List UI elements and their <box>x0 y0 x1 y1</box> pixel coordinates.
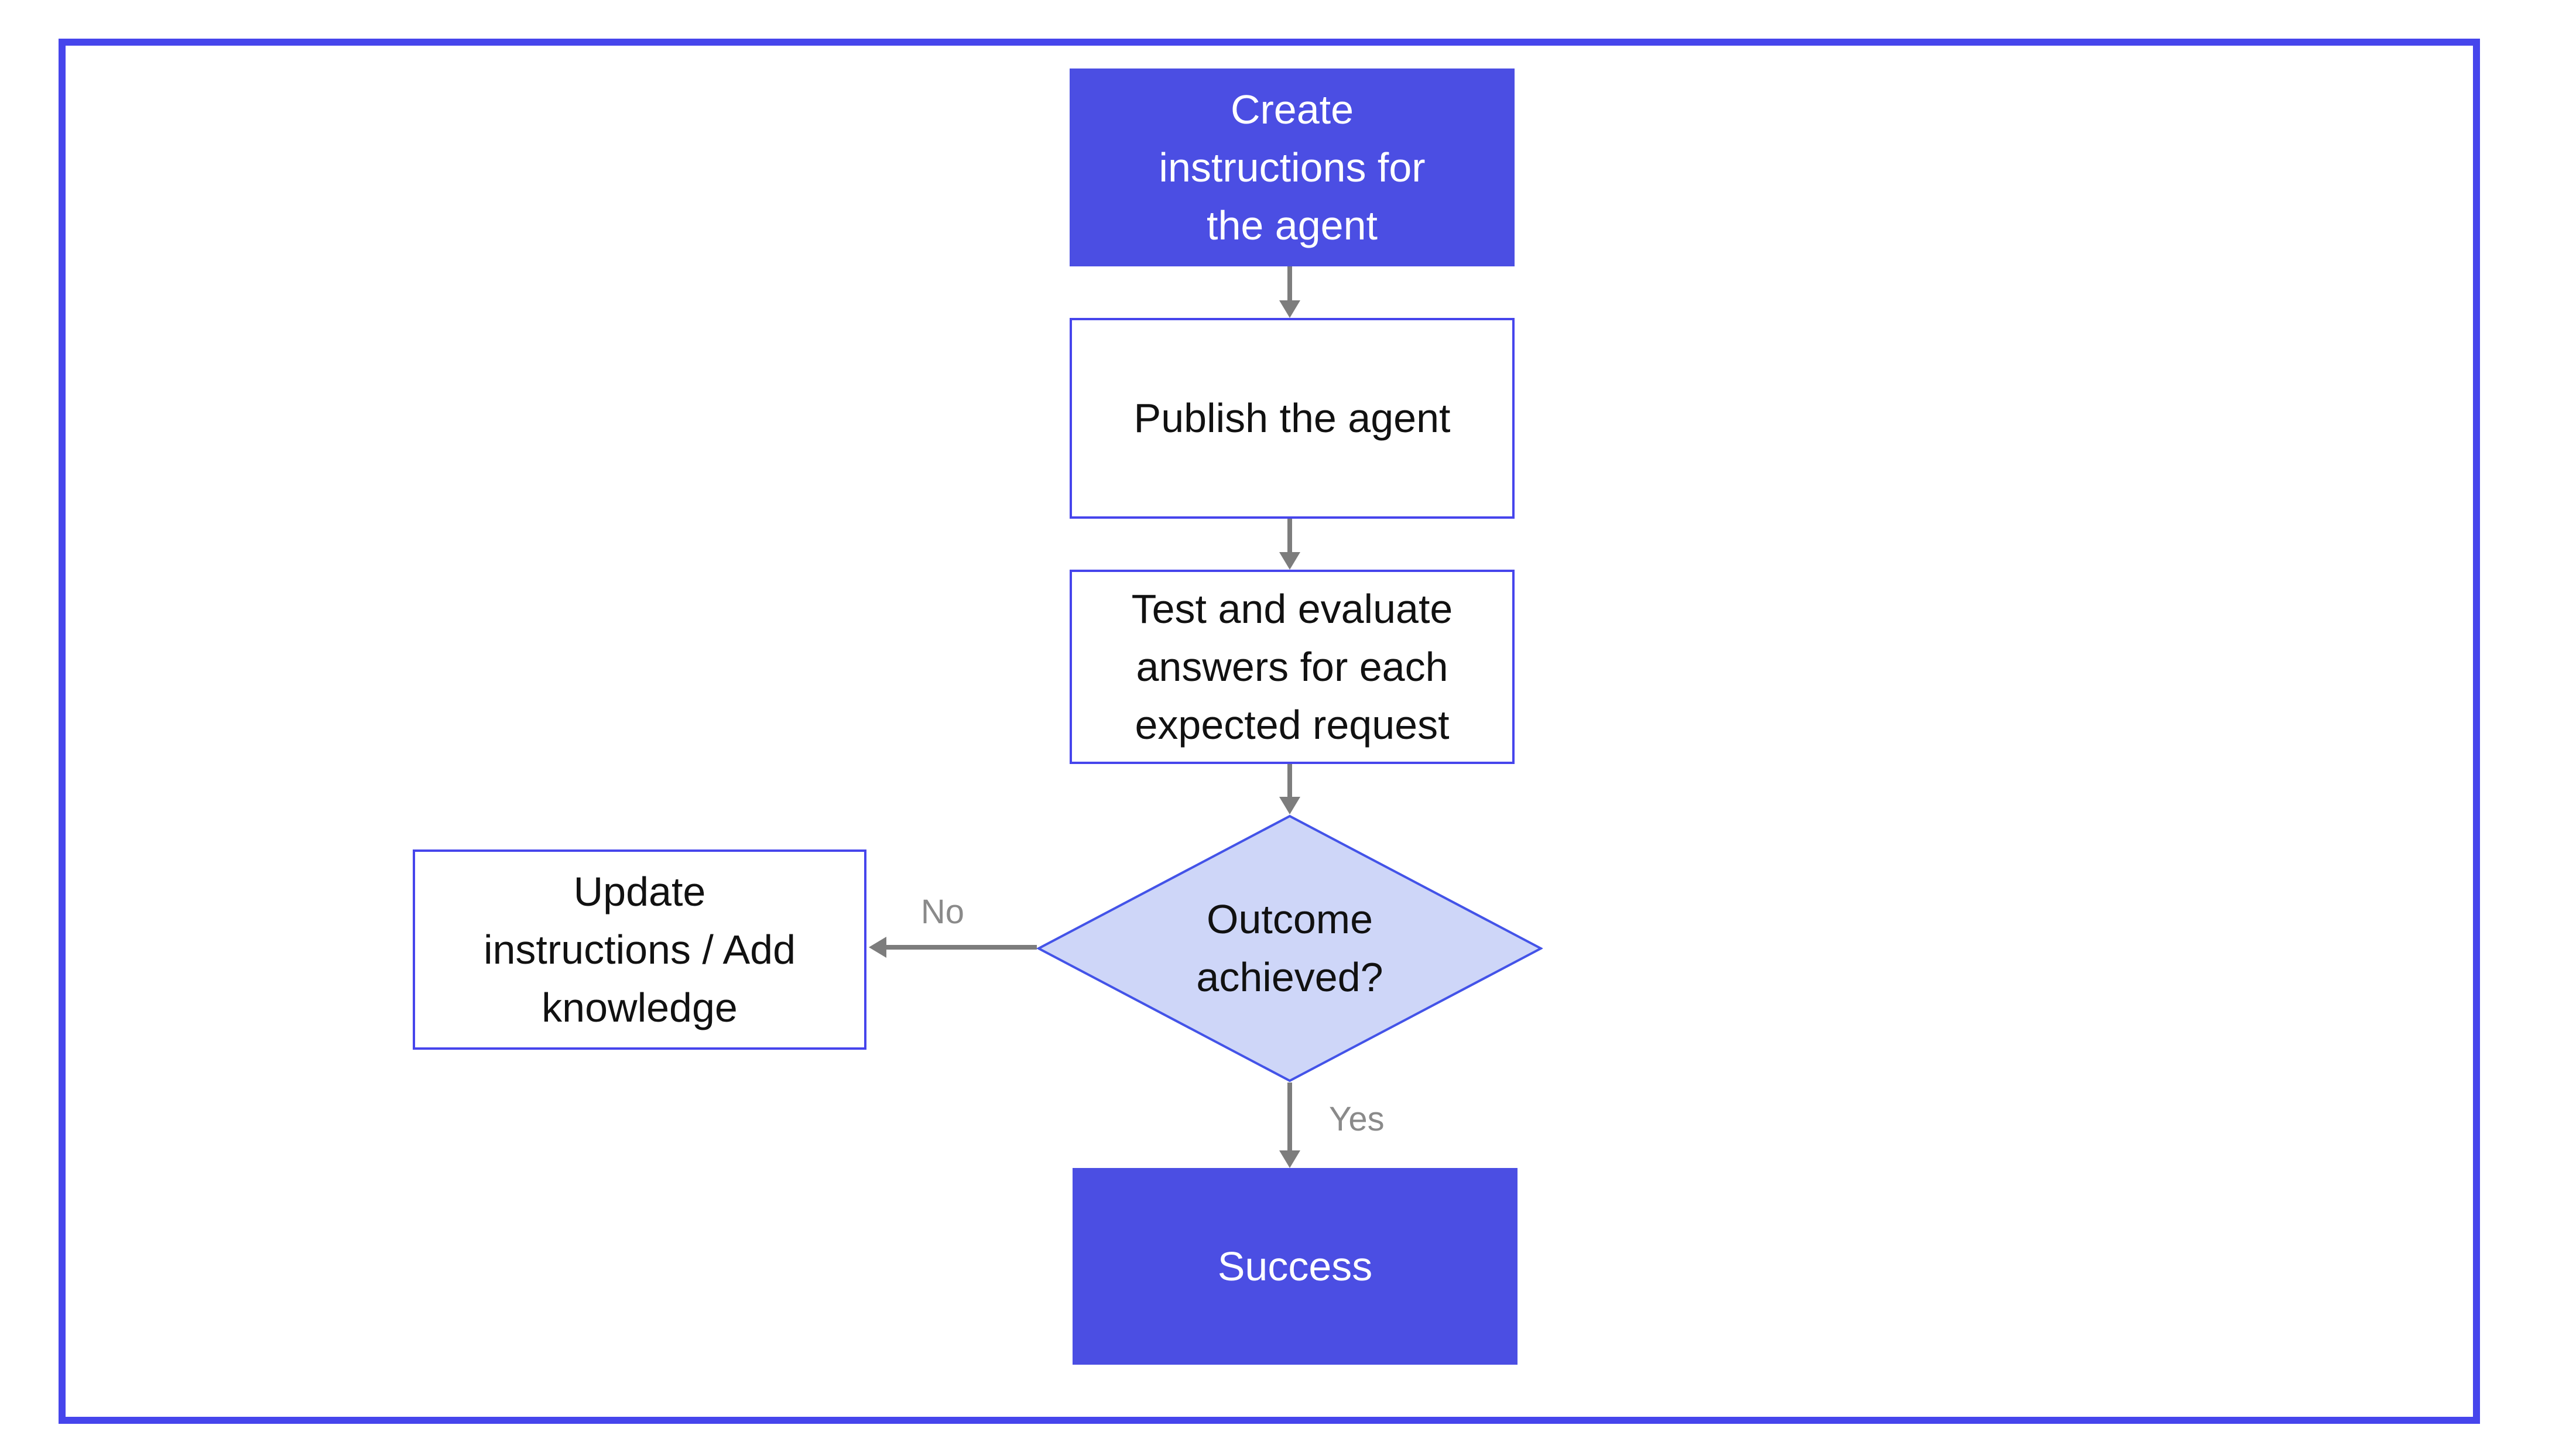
arrow-down-icon <box>1279 797 1300 814</box>
node-outcome-decision-label: Outcome achieved? <box>1196 896 1383 1000</box>
arrow-left-icon <box>869 937 886 958</box>
connector-line <box>1287 1083 1292 1152</box>
node-create-instructions: Create instructions for the agent <box>1070 68 1515 266</box>
connector-line <box>885 945 1037 950</box>
node-publish-agent-label: Publish the agent <box>1133 395 1451 441</box>
arrow-down-icon <box>1279 1150 1300 1168</box>
connector-line <box>1287 519 1292 554</box>
node-update-instructions: Update instructions / Add knowledge <box>413 849 866 1050</box>
arrow-down-icon <box>1279 300 1300 318</box>
node-success-label: Success <box>1217 1243 1373 1289</box>
node-create-instructions-label: Create instructions for the agent <box>1159 86 1426 248</box>
frame-border <box>59 39 2480 1424</box>
node-success: Success <box>1073 1168 1517 1365</box>
arrow-down-icon <box>1279 552 1300 570</box>
edge-label-yes: Yes <box>1329 1100 1385 1138</box>
node-test-evaluate-label: Test and evaluate answers for each expec… <box>1131 585 1453 748</box>
node-outcome-decision: Outcome achieved? <box>1037 814 1543 1083</box>
connector-line <box>1287 764 1292 799</box>
node-publish-agent: Publish the agent <box>1070 318 1515 519</box>
connector-line <box>1287 266 1292 303</box>
node-test-evaluate: Test and evaluate answers for each expec… <box>1070 570 1515 764</box>
decision-diamond-shape <box>1037 814 1543 1083</box>
node-update-instructions-label: Update instructions / Add knowledge <box>483 868 796 1030</box>
edge-label-no: No <box>920 893 965 931</box>
